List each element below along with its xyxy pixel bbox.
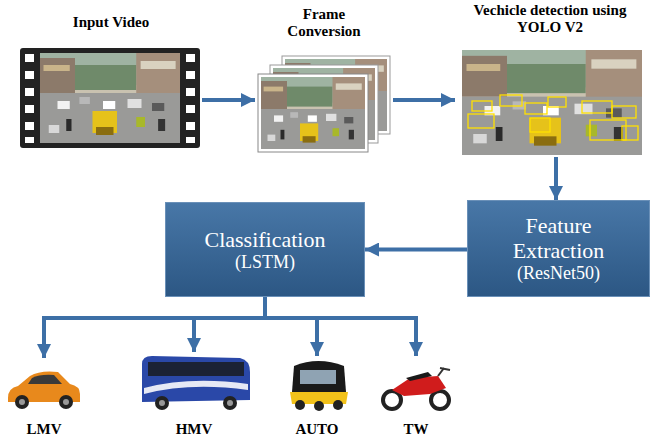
car-picture: [8, 372, 80, 410]
film-strip-part-part: [25, 54, 34, 62]
bus-picture-part: [223, 396, 237, 410]
film-strip-part-part: [186, 54, 195, 62]
frame-stack-part: [261, 77, 365, 149]
node-label: TW: [403, 421, 428, 438]
film-strip-part-part: [186, 71, 195, 79]
bus-picture: [142, 356, 250, 410]
bus-picture-part: [148, 362, 244, 376]
node-label: HMV: [176, 421, 213, 438]
bus-picture-part: [159, 400, 165, 406]
flow-arrow: [194, 297, 265, 352]
node-label: LMV: [27, 421, 62, 438]
process-box: Feature Extraction(ResNet50): [467, 200, 650, 297]
film-strip-part-part: [25, 122, 34, 130]
film-strip: [20, 48, 200, 148]
auto-rickshaw-picture-part: [295, 400, 305, 410]
auto-rickshaw-picture-part: [292, 361, 346, 392]
node-label: Vechicle detection using YOLO V2: [463, 2, 638, 37]
vehicle-class: HMV: [138, 352, 250, 438]
car-picture-part: [15, 395, 29, 409]
flow-arrow: [44, 297, 265, 358]
film-strip-part-part: [25, 105, 34, 113]
flow-arrow: [393, 98, 455, 102]
detection-frame-part-part: [472, 101, 492, 111]
detection-frame-part-part: [582, 101, 612, 113]
node-sublabel: (ResNet50): [517, 263, 600, 284]
bus-picture-part: [155, 396, 169, 410]
film-strip-part: [25, 54, 195, 143]
vehicle-class: TW: [378, 356, 454, 438]
film-strip-part-part: [186, 88, 195, 96]
node-label: Frame Conversion: [274, 6, 374, 41]
film-strip-part: [40, 53, 180, 143]
auto-rickshaw-picture: [290, 361, 348, 411]
car-picture-part: [63, 399, 69, 405]
detection-frame-part-part: [622, 126, 638, 140]
vehicle-class: AUTO: [284, 356, 350, 438]
motorcycle-picture-part: [431, 391, 449, 409]
frames-picture: Frame Conversion: [255, 6, 393, 152]
auto-rickshaw-picture-part: [300, 370, 336, 384]
film-strip-part-part: [186, 105, 195, 113]
car-picture-part: [59, 395, 73, 409]
bus-picture-part: [144, 381, 248, 394]
car-picture-part: [19, 399, 25, 405]
detection-frame-part-part: [612, 106, 636, 118]
flow-arrow: [265, 297, 416, 356]
film-strip-part: [20, 48, 200, 148]
vehicle-class: LMV: [4, 358, 84, 438]
motorcycle-picture-part: [440, 368, 450, 370]
detection-frame-part: [468, 95, 638, 140]
motorcycle-picture: [383, 368, 450, 409]
detection-frame-part-part: [548, 97, 566, 107]
motorcycle-picture-part: [383, 391, 401, 409]
process-box: Classification(LSTM): [165, 202, 365, 297]
node-sublabel: (LSTM): [235, 252, 295, 273]
detection-frame: [462, 50, 642, 155]
film-strip-part-part: [186, 122, 195, 130]
car-picture-part: [28, 375, 62, 384]
flow-arrow: [365, 248, 467, 252]
node-label: AUTO: [295, 421, 338, 438]
film-strip-part-part: [25, 137, 34, 143]
film-strip-part-part: [25, 88, 34, 96]
detection-frame-part-part: [525, 103, 547, 114]
motorcycle-picture-part: [392, 376, 446, 396]
motorcycle-picture-part: [406, 372, 432, 381]
detection-frame-part: [462, 50, 642, 155]
detection-frame-part-part: [530, 118, 550, 132]
auto-rickshaw-picture-part: [314, 401, 324, 411]
bus-picture-part: [142, 356, 250, 402]
bus-picture-part: [227, 400, 233, 406]
film-strip-part-part: [186, 137, 195, 143]
film-strip-part-part: [25, 71, 34, 79]
flow-arrow: [554, 157, 558, 200]
node-label: Feature Extraction: [480, 213, 637, 264]
frame-stack: [258, 56, 390, 152]
detection-frame-part-part: [500, 95, 522, 106]
flow-arrow: [202, 98, 255, 102]
node-label: Classification: [205, 227, 326, 252]
auto-rickshaw-picture-part: [333, 400, 343, 410]
detection-picture: Vechicle detection using YOLO V2: [455, 2, 645, 157]
video-picture: Input Video: [20, 14, 202, 150]
detection-frame-part-part: [590, 120, 626, 140]
frame-stack-part: [258, 74, 368, 152]
flow-arrow: [265, 297, 317, 356]
node-label: Input Video: [73, 14, 149, 31]
detection-frame-part-part: [468, 114, 494, 128]
